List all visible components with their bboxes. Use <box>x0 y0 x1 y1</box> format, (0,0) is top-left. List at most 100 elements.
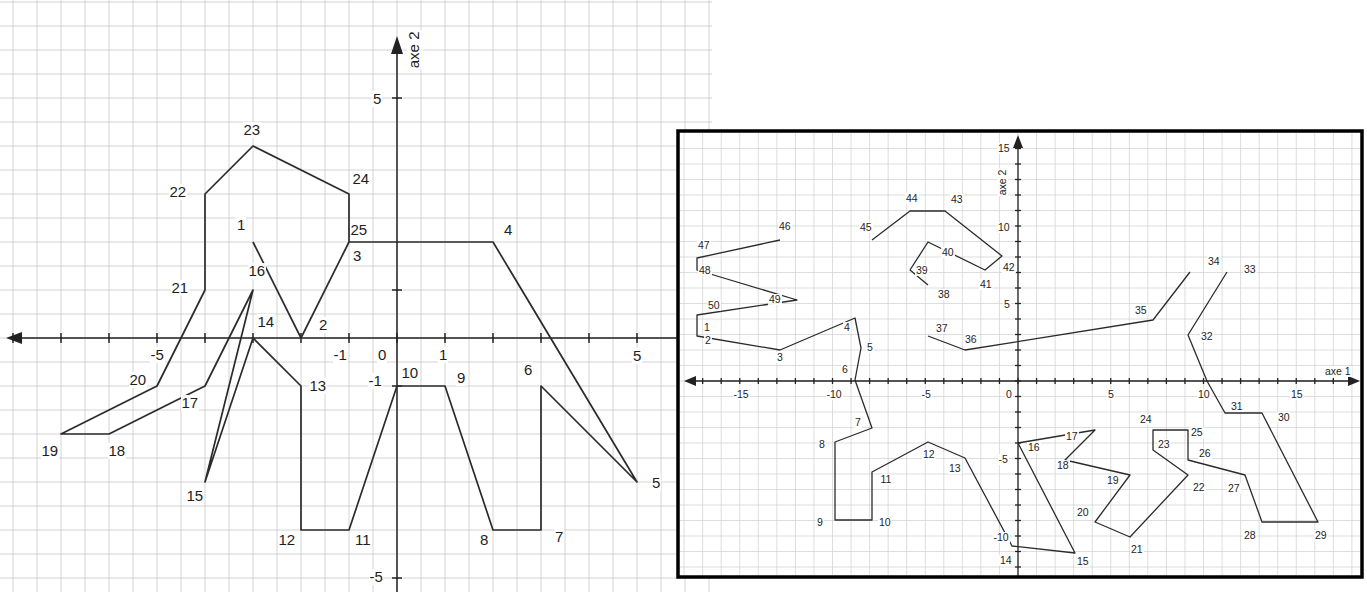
x-axis <box>688 380 1358 381</box>
grid-line <box>1184 133 1185 575</box>
tick-mark <box>392 97 402 99</box>
point-number: 23 <box>243 122 262 138</box>
point-number: 41 <box>979 279 993 290</box>
grid-line <box>832 133 833 575</box>
grid-line <box>680 551 1360 552</box>
point-number: 13 <box>948 463 962 474</box>
point-number: 9 <box>456 370 466 386</box>
grid-line <box>680 319 1360 320</box>
grid-line <box>680 179 1360 180</box>
grid-line <box>565 0 566 592</box>
tick-mark <box>1333 378 1334 384</box>
grid-line <box>680 303 1360 304</box>
point-number: 37 <box>935 323 949 334</box>
axis-title: axe 1 <box>1324 366 1352 377</box>
tick-mark <box>832 378 833 384</box>
point-number: 9 <box>816 517 824 528</box>
grid-line <box>813 133 814 575</box>
point-number: 6 <box>841 364 849 375</box>
point-number: 17 <box>181 395 200 411</box>
point-number: 18 <box>108 443 127 459</box>
tick-mark <box>1110 378 1111 384</box>
tick-mark <box>156 333 158 343</box>
tick-mark <box>1015 303 1021 304</box>
grid-line <box>680 489 1360 490</box>
axis-arrow <box>6 332 22 344</box>
tick-mark <box>1015 334 1021 335</box>
point-number: 40 <box>941 247 955 258</box>
axis-tick: -5 <box>921 389 932 400</box>
point-number: 1 <box>236 217 246 233</box>
grid-line <box>680 164 1360 165</box>
point-number: 39 <box>915 265 929 276</box>
grid-line <box>980 133 981 575</box>
grid-line <box>1147 133 1148 575</box>
grid-line <box>445 0 446 592</box>
point-number: 3 <box>352 248 362 264</box>
elephant-figure <box>61 146 637 530</box>
point-number: 32 <box>1200 331 1214 342</box>
point-number: 14 <box>257 314 276 330</box>
grid-line <box>1203 133 1204 575</box>
tick-mark <box>392 577 402 579</box>
grid-line <box>133 0 134 592</box>
point-number: 35 <box>1134 305 1148 316</box>
grid-line <box>613 0 614 592</box>
grid-line <box>0 218 712 219</box>
grid-line <box>999 133 1000 575</box>
point-number: 48 <box>698 265 712 276</box>
tick-mark <box>1015 489 1021 490</box>
axis-tick: 10 <box>1197 389 1211 400</box>
grid-line <box>253 0 254 592</box>
tick-mark <box>1015 396 1021 397</box>
point-number: 5 <box>651 475 661 491</box>
grid-line <box>1296 133 1297 575</box>
tick-mark <box>1296 378 1297 384</box>
axis-tick: 5 <box>1107 389 1115 400</box>
grid-line <box>661 0 662 592</box>
axis-tick: 0 <box>377 347 387 363</box>
grid-line <box>680 458 1360 459</box>
point-number: 20 <box>1076 507 1090 518</box>
tick-mark <box>588 333 590 343</box>
grid-line <box>421 0 422 592</box>
point-number: 33 <box>1243 264 1257 275</box>
point-number: 42 <box>1002 262 1016 273</box>
tick-mark <box>1073 378 1074 384</box>
axis-tick: -10 <box>993 532 1010 543</box>
point-number: 24 <box>352 171 371 187</box>
grid-line <box>680 195 1360 196</box>
grid-line <box>680 427 1360 428</box>
tick-mark <box>1277 378 1278 384</box>
point-number: 10 <box>401 365 420 381</box>
axis-title: axe 2 <box>406 31 422 70</box>
y-axis <box>1017 137 1018 577</box>
grid-line <box>157 0 158 592</box>
left-grid <box>0 0 712 592</box>
point-number: 20 <box>129 372 148 388</box>
point-number: 17 <box>1065 431 1079 442</box>
grid-line <box>1277 133 1278 575</box>
point-number: 27 <box>1227 483 1241 494</box>
tick-mark <box>980 378 981 384</box>
grid-line <box>680 288 1360 289</box>
grid-line <box>0 26 712 27</box>
point-number: 10 <box>878 517 892 528</box>
axis-tick: -1 <box>368 373 383 389</box>
grid-line <box>325 0 326 592</box>
tick-mark <box>1015 225 1021 226</box>
point-number: 8 <box>818 439 826 450</box>
point-number: 16 <box>248 263 267 279</box>
tick-mark <box>396 333 398 343</box>
point-number: 47 <box>697 240 711 251</box>
tick-mark <box>1015 256 1021 257</box>
grid-line <box>85 0 86 592</box>
point-number: 7 <box>554 529 564 545</box>
grid-line <box>0 482 712 483</box>
grid-line <box>680 505 1360 506</box>
point-number: 43 <box>950 194 964 205</box>
point-number: 13 <box>309 378 328 394</box>
axis-arrow <box>684 376 696 386</box>
axis-tick: 5 <box>1003 299 1011 310</box>
